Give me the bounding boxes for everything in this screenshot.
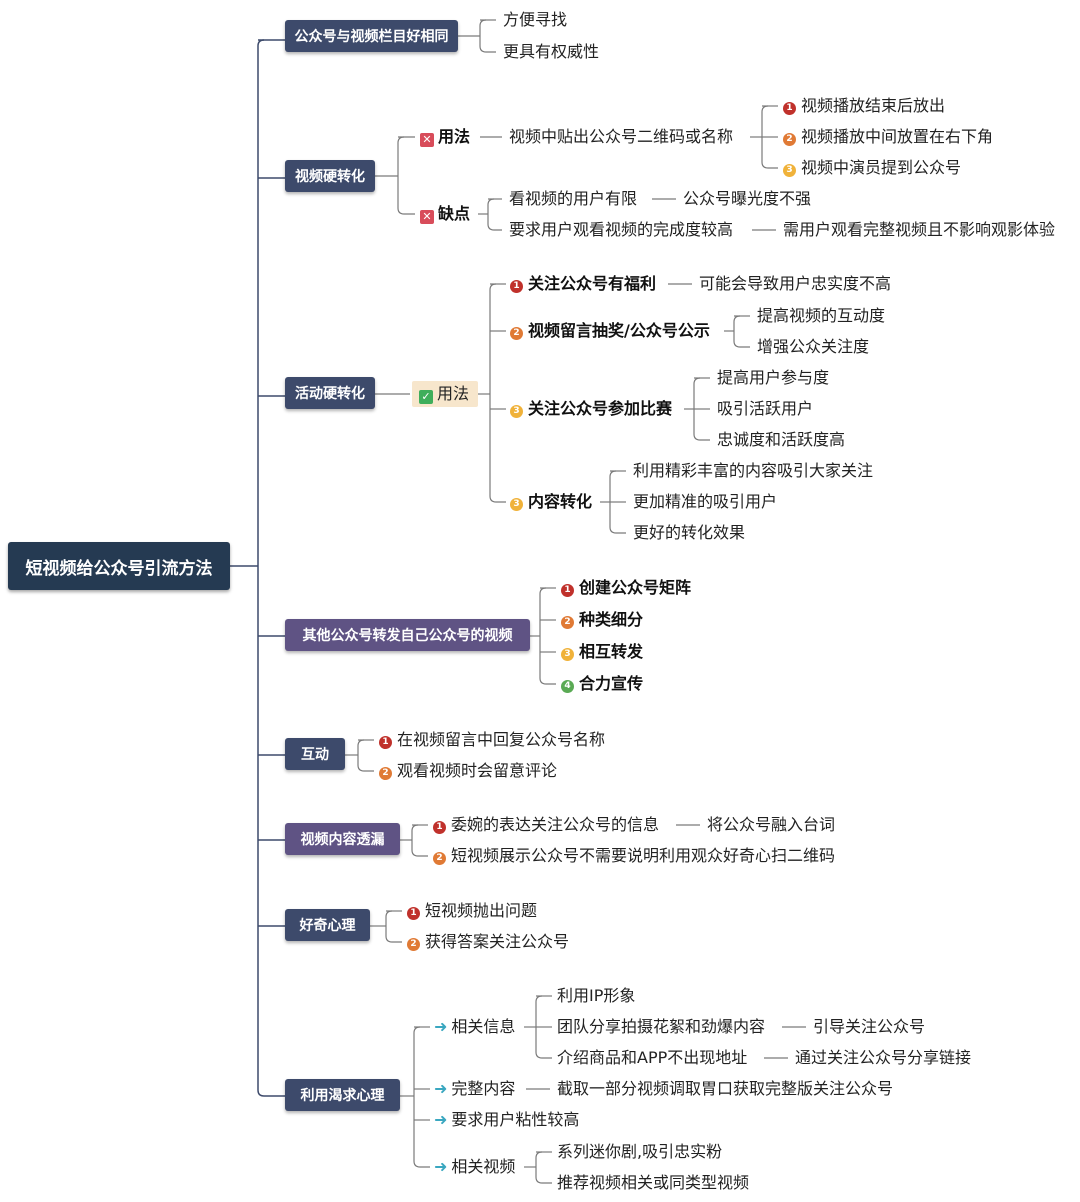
content-item-1: 利用精彩丰富的内容吸引大家关注 <box>633 461 874 480</box>
branch-interaction[interactable]: 互动 <box>285 738 345 770</box>
arrow-right-icon: ➜ <box>434 1017 448 1036</box>
flaw-result-1: 公众号曝光度不强 <box>683 189 812 208</box>
branch-repost[interactable]: 其他公众号转发自己公众号的视频 <box>285 619 530 651</box>
related-info-item-1: 利用IP形象 <box>557 986 636 1005</box>
topic-usage-ok[interactable]: ✓ 用法 <box>419 384 469 404</box>
number-2-icon: 2 <box>783 133 796 146</box>
usage-label: 用法 <box>438 127 471 146</box>
content-item-2: 更加精准的吸引用户 <box>633 492 778 511</box>
number-2-icon: 2 <box>510 327 523 340</box>
branch-desire[interactable]: 利用渴求心理 <box>285 1079 400 1111</box>
number-4-icon: 4 <box>561 680 574 693</box>
number-1-icon: 1 <box>783 102 796 115</box>
number-2-icon: 2 <box>407 938 420 951</box>
related-video-item-2: 推荐视频相关或同类型视频 <box>557 1173 750 1192</box>
leaf-easy-find: 方便寻找 <box>503 10 568 29</box>
cross-icon: ✕ <box>420 210 434 224</box>
contest-item-3: 忠诚度和活跃度高 <box>717 430 846 449</box>
number-3-icon: 3 <box>783 164 796 177</box>
related-info-item-3: 介绍商品和APP不出现地址 <box>557 1048 748 1067</box>
number-3-icon: 3 <box>510 405 523 418</box>
root-topic[interactable]: 短视频给公众号引流方法 <box>8 542 230 590</box>
related-info-item-2: 团队分享拍摄花絮和劲爆内容 <box>557 1017 766 1036</box>
desire-related-video[interactable]: ➜相关视频 <box>434 1157 516 1176</box>
arrow-right-icon: ➜ <box>434 1110 448 1129</box>
topic-usage[interactable]: ✕ 用法 <box>420 127 470 147</box>
usage-text: 视频中贴出公众号二维码或名称 <box>509 127 734 146</box>
desire-full-content[interactable]: ➜完整内容 <box>434 1079 516 1098</box>
number-1-icon: 1 <box>379 736 392 749</box>
cross-icon: ✕ <box>420 133 434 147</box>
reveal-item-1-result: 将公众号融入台词 <box>707 815 836 834</box>
flaw-label: 缺点 <box>438 204 471 223</box>
branch-curiosity[interactable]: 好奇心理 <box>285 909 370 941</box>
number-3-icon: 3 <box>561 648 574 661</box>
branch-activity-hard-convert[interactable]: 活动硬转化 <box>285 377 375 409</box>
flaw-result-2: 需用户观看完整视频且不影响观影体验 <box>783 220 1056 239</box>
contest-item-2: 吸引活跃用户 <box>717 399 814 418</box>
lottery-item-1: 提高视频的互动度 <box>757 306 886 325</box>
usage-ok-label: 用法 <box>437 384 470 403</box>
number-1-icon: 1 <box>433 821 446 834</box>
activity-welfare-result: 可能会导致用户忠实度不高 <box>699 274 892 293</box>
flaw-item-2: 要求用户观看视频的完成度较高 <box>509 220 734 239</box>
arrow-right-icon: ➜ <box>434 1157 448 1176</box>
desire-related-info[interactable]: ➜相关信息 <box>434 1017 516 1036</box>
flaw-item-1: 看视频的用户有限 <box>509 189 638 208</box>
arrow-right-icon: ➜ <box>434 1079 448 1098</box>
topic-flaw[interactable]: ✕ 缺点 <box>420 204 470 224</box>
check-icon: ✓ <box>419 390 433 404</box>
number-1-icon: 1 <box>407 907 420 920</box>
related-info-result-2: 通过关注公众号分享链接 <box>795 1048 972 1067</box>
desire-high-stickiness[interactable]: ➜要求用户粘性较高 <box>434 1110 580 1129</box>
number-1-icon: 1 <box>561 584 574 597</box>
related-info-result-1: 引导关注公众号 <box>813 1017 926 1036</box>
branch-content-reveal[interactable]: 视频内容透漏 <box>285 823 400 855</box>
contest-item-1: 提高用户参与度 <box>717 368 830 387</box>
number-2-icon: 2 <box>561 616 574 629</box>
number-2-icon: 2 <box>433 852 446 865</box>
related-video-item-1: 系列迷你剧,吸引忠实粉 <box>557 1142 723 1161</box>
content-item-3: 更好的转化效果 <box>633 523 746 542</box>
number-1-icon: 1 <box>510 280 523 293</box>
number-3-icon: 3 <box>510 498 523 511</box>
full-content-result: 截取一部分视频调取胃口获取完整版关注公众号 <box>557 1079 894 1098</box>
branch-same-column[interactable]: 公众号与视频栏目好相同 <box>285 20 458 52</box>
number-2-icon: 2 <box>379 767 392 780</box>
leaf-authority: 更具有权威性 <box>503 42 600 61</box>
lottery-item-2: 增强公众关注度 <box>757 337 870 356</box>
branch-video-hard-convert[interactable]: 视频硬转化 <box>285 160 375 192</box>
